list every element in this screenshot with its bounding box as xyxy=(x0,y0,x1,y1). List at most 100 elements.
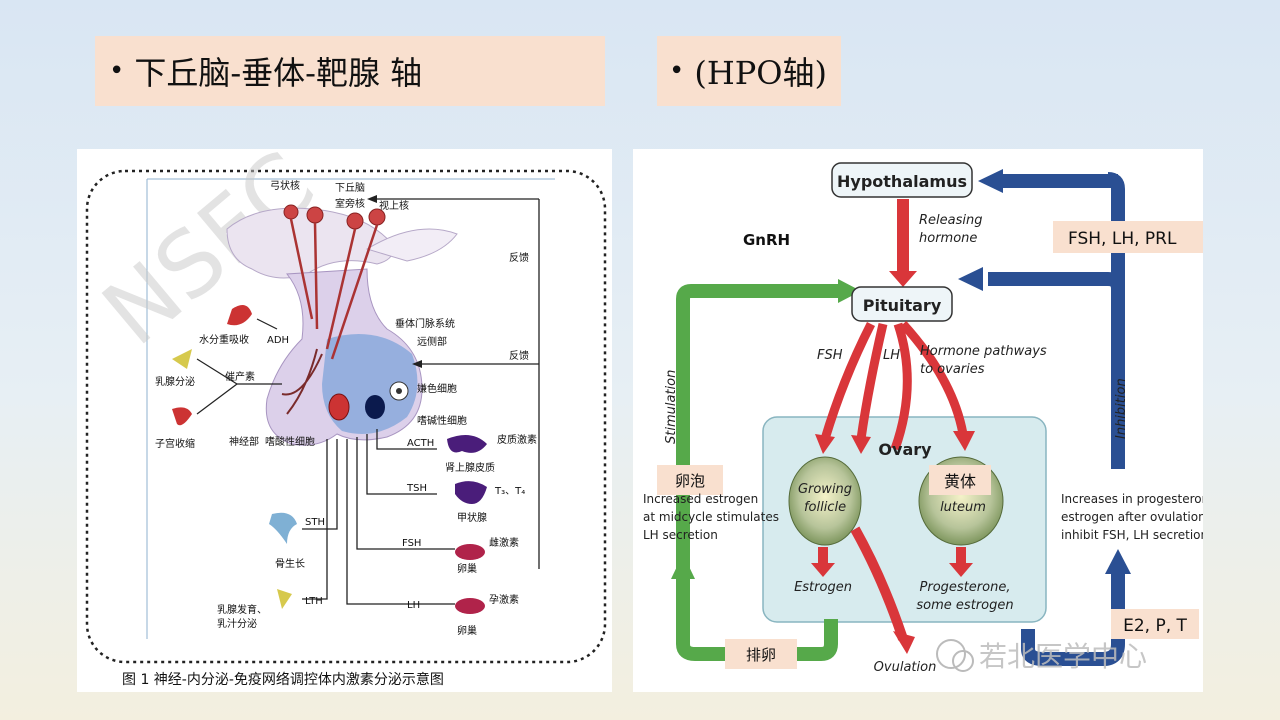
label-adh: ADH xyxy=(267,335,289,346)
hpo-axis-diagram-panel: Hypothalamus Releasing hormone GnRH FSH,… xyxy=(633,149,1231,692)
lh-label: LH xyxy=(883,348,900,363)
inhib-text-3: inhibit FSH, LH secretion xyxy=(1061,528,1203,542)
inhibition-up-arrowhead xyxy=(1105,549,1131,574)
fsh-arrow xyxy=(820,321,876,441)
posterior-lobe-lines xyxy=(196,318,282,415)
mammary-icon xyxy=(277,589,292,609)
dotted-frame xyxy=(85,169,607,664)
label-feedback-2: 反馈 xyxy=(509,349,529,362)
huangti-label: 黄体 xyxy=(944,472,976,491)
hormone-output-lines xyxy=(302,429,455,605)
label-breast-dev-2: 乳汁分泌 xyxy=(217,617,257,630)
label-tsh: TSH xyxy=(406,483,427,494)
pituitary-box xyxy=(851,286,953,322)
fsh-label: FSH xyxy=(817,348,843,363)
neural-lobe-fibers xyxy=(281,348,323,415)
label-basophil: 嗜碱性细胞 xyxy=(417,414,467,427)
label-breast-dev-1: 乳腺发育、 xyxy=(217,603,267,616)
pituitary-label: Pituitary xyxy=(863,296,942,315)
label-thyroid: 甲状腺 xyxy=(457,511,487,524)
thyroid-icon xyxy=(455,481,487,504)
estrogen-arrow-shaft xyxy=(818,547,828,565)
fsh-lh-prl-label: FSH, LH, PRL xyxy=(1068,229,1177,249)
chromophobe-nucleus xyxy=(396,388,402,394)
label-fsh: FSH xyxy=(402,538,421,549)
label-progesterone: 孕激素 xyxy=(489,593,519,606)
label-acth: ACTH xyxy=(407,438,434,449)
progesterone-arrow-shaft xyxy=(956,547,966,565)
wechat-icon xyxy=(936,639,966,669)
feedback-arrowhead xyxy=(367,195,377,203)
label-adrenal: 肾上腺皮质 xyxy=(445,461,495,474)
nucleus xyxy=(306,206,324,224)
label-sth: STH xyxy=(305,517,325,528)
stimulation-arrowhead xyxy=(838,279,861,303)
hypothalamus-box xyxy=(831,162,973,198)
stim-text-2: at midcycle stimulates xyxy=(643,510,779,524)
ovary-icon xyxy=(455,544,485,560)
label-feedback-1: 反馈 xyxy=(509,251,529,264)
label-ovary-2: 卵巢 xyxy=(457,624,477,637)
acidophil-cell xyxy=(328,393,350,421)
pailuan-box xyxy=(725,639,797,669)
neural-tracts xyxy=(289,218,379,360)
lh-arrowhead-3 xyxy=(953,431,975,451)
gnrh-label: GnRH xyxy=(743,231,790,249)
releasing-arrowhead xyxy=(889,271,917,287)
label-arcuate: 弓状核 xyxy=(270,179,300,192)
hpo-axis-diagram: Hypothalamus Releasing hormone GnRH FSH,… xyxy=(643,162,1231,675)
growing-label-1: Growing xyxy=(798,482,852,497)
label-t3t4: T₃、T₄ xyxy=(494,486,525,497)
ovulation-arrow xyxy=(850,526,908,641)
stim-text-1: Increased estrogen xyxy=(643,492,758,506)
releasing-arrow-shaft xyxy=(897,199,909,274)
releasing-label-2: hormone xyxy=(919,231,977,246)
label-oxytocin: 催产素 xyxy=(225,370,255,383)
wechat-watermark: 若北医学中心 xyxy=(936,639,1147,673)
stimulation-label: Stimulation xyxy=(664,370,679,444)
figure-caption: 图 1 神经-内分泌-免疫网络调控体内激素分泌示意图 xyxy=(122,671,444,688)
bone-icon xyxy=(269,512,297,544)
pathways-label-1: Hormone pathways xyxy=(920,344,1047,359)
adrenal-icon xyxy=(447,435,487,453)
basophil-cell xyxy=(365,395,385,419)
growing-follicle xyxy=(788,456,862,546)
feedback-arrowhead-2 xyxy=(412,360,422,368)
label-ovary-1: 卵巢 xyxy=(457,562,477,575)
inhibition-arrowhead-pituitary xyxy=(958,267,983,291)
neuroendocrine-diagram-panel: NSFC 弓状核 下丘脑 xyxy=(77,132,612,692)
inhibition-right-line xyxy=(1107,172,1125,469)
growing-label-2: follicle xyxy=(804,500,846,515)
pailuan-label: 排卵 xyxy=(746,646,776,664)
lh-arrow-1 xyxy=(856,322,888,440)
bullet-icon: • xyxy=(109,56,125,86)
label-supraoptic: 视上核 xyxy=(379,199,409,212)
label-uterus: 子宫收缩 xyxy=(155,437,195,450)
lh-arrow-3 xyxy=(899,320,968,435)
luanpao-label: 卵泡 xyxy=(675,472,705,490)
label-lactation: 乳腺分泌 xyxy=(155,375,195,388)
lh-arrowhead-1 xyxy=(851,435,871,454)
stimulation-up-arrowhead xyxy=(671,554,695,579)
label-lth: LTH xyxy=(305,596,323,607)
label-paraventricular: 室旁核 xyxy=(335,197,365,210)
left-title: 下丘脑-垂体-靶腺 轴 xyxy=(134,54,423,92)
huangti-box xyxy=(929,465,991,495)
estrogen-label: Estrogen xyxy=(794,580,852,595)
ovary-label: Ovary xyxy=(878,440,932,459)
label-estrogen: 雌激素 xyxy=(489,536,519,549)
label-distal: 远侧部 xyxy=(417,335,447,348)
breast-icon xyxy=(172,349,192,369)
bullet-icon: • xyxy=(669,56,685,86)
wechat-icon-small xyxy=(952,650,974,672)
watermark-text: 若北医学中心 xyxy=(979,640,1147,673)
lh-arrow-2 xyxy=(890,322,912,451)
uterus-icon xyxy=(172,407,192,426)
label-bone: 骨生长 xyxy=(275,557,305,570)
progesterone-arrowhead xyxy=(949,563,973,577)
label-lh: LH xyxy=(407,600,420,611)
inhibition-label: Inhibition xyxy=(1114,378,1129,439)
releasing-label-1: Releasing xyxy=(919,213,982,228)
stim-text-3: LH secretion xyxy=(643,528,718,542)
left-title-box: • 下丘脑-垂体-靶腺 轴 xyxy=(95,36,605,106)
